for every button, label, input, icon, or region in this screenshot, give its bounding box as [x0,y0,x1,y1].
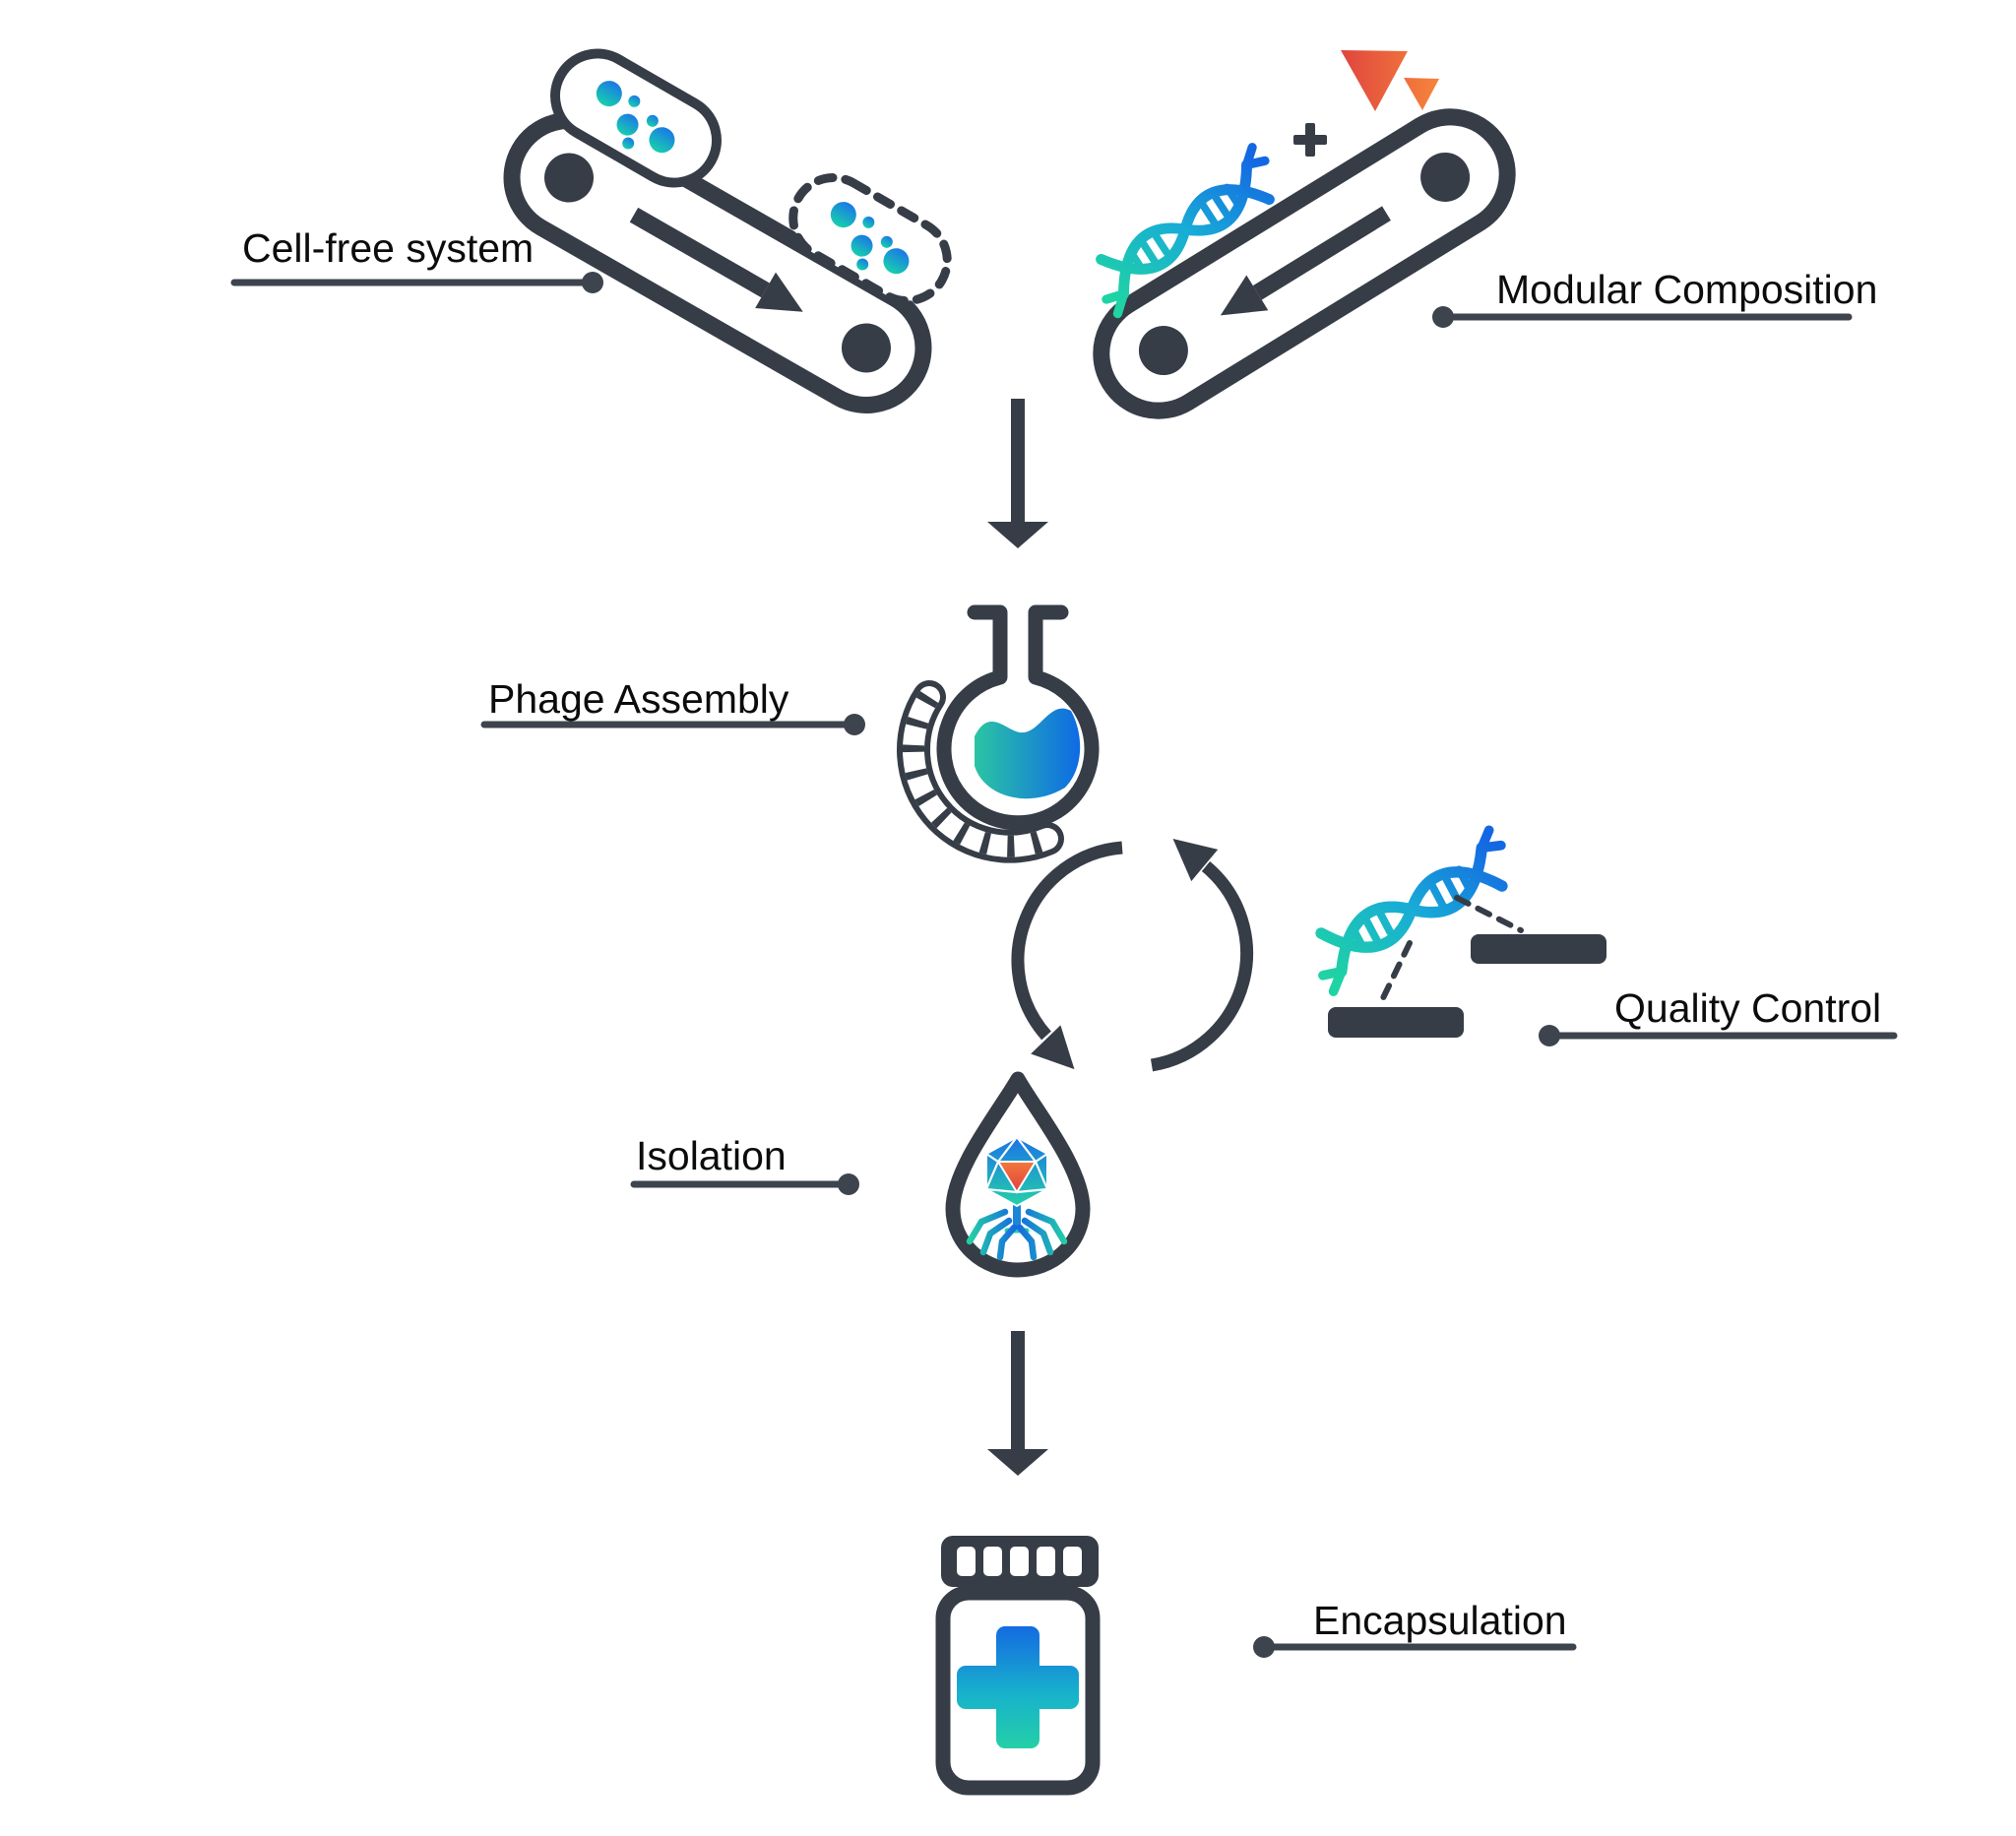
conveyor-belt-icon [1093,108,1516,419]
dna-helix-icon [1299,829,1525,992]
leader-modular-composition [1432,306,1853,328]
quality-control-icon [1299,829,1606,1038]
medicine-bottle-icon [935,1536,1101,1796]
droplet-icon [945,1071,1091,1278]
leader-isolation [630,1173,859,1195]
down-arrow-icon [987,399,1048,548]
cycle-arrows-icon [1011,839,1253,1072]
alignment-bar [1328,1007,1464,1038]
label-encapsulation: Encapsulation [1313,1598,1567,1643]
belt-direction-arrow-icon [629,207,803,312]
conveyor-belt-icon [503,112,932,413]
lysed-cell-dashed-icon [788,173,952,305]
phage-icon [966,1135,1068,1261]
alignment-dashed-line [1377,940,1413,1007]
dna-strand-around-flask [897,680,1064,863]
label-phage-assembly: Phage Assembly [488,676,789,722]
leader-encapsulation [1253,1636,1577,1658]
flask-liquid [975,708,1081,799]
leader-phage-assembly [480,714,865,735]
label-modular-composition: Modular Composition [1496,267,1878,312]
leader-cell-free-system [230,272,603,293]
label-cell-free-system: Cell-free system [242,225,535,271]
alignment-dashed-line [1454,895,1524,933]
down-arrow-icon [987,1331,1048,1476]
leader-quality-control [1539,1025,1898,1046]
assembly-flask-icon [897,604,1100,863]
plus-icon [1293,123,1327,157]
bacterial-cell-icon [550,48,722,188]
belt-direction-arrow-icon [1220,206,1391,316]
label-isolation: Isolation [636,1133,787,1178]
medical-cross-icon [957,1626,1079,1748]
label-quality-control: Quality Control [1614,985,1882,1031]
alignment-bar [1471,934,1606,964]
module-triangles-icon [1341,50,1439,111]
